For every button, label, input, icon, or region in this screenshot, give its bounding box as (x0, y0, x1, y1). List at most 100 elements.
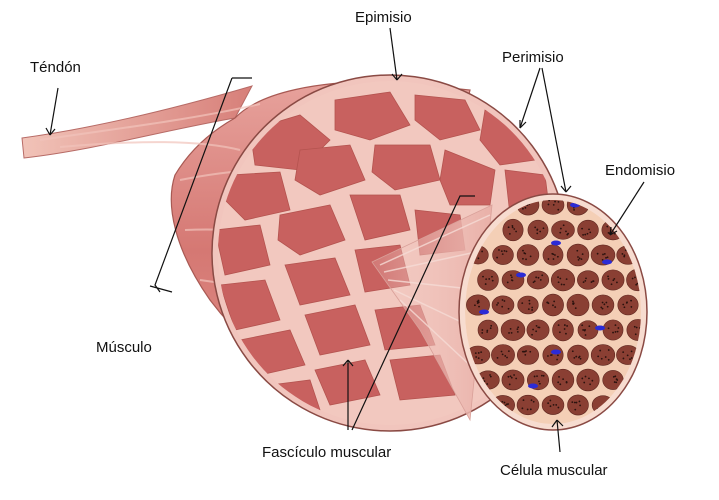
myofibril-dot (552, 253, 555, 256)
myofibril-dot (602, 253, 604, 256)
myofibril-dot (578, 257, 581, 260)
capillary (516, 272, 526, 278)
muscle-fiber (552, 318, 574, 342)
myofibril-dot (542, 374, 545, 377)
myofibril-dot (615, 381, 618, 384)
myofibril-dot (573, 401, 576, 404)
myofibril-dot (557, 276, 559, 279)
myofibril-dot (563, 283, 565, 286)
myofibril-dot (515, 377, 518, 380)
myofibril-dot (530, 399, 533, 402)
myofibril-dot (630, 299, 632, 302)
myofibril-dot (535, 276, 538, 279)
myofibril-dot (576, 249, 579, 252)
myofibril-dot (581, 227, 583, 230)
myofibril-dot (474, 304, 476, 307)
myofibril-dot (528, 299, 531, 302)
endomysium-leader (609, 181, 645, 236)
myofibril-dot (538, 380, 540, 383)
myofibril-dot (503, 300, 506, 302)
myofibril-dot (508, 383, 511, 386)
myofibril-dot (506, 281, 509, 284)
myofibril-dot (607, 327, 610, 330)
muscle-fiber (577, 270, 599, 290)
myofibril-dot (475, 356, 478, 358)
myofibril-dot (538, 326, 541, 329)
muscle-fiber (576, 368, 600, 392)
myofibril-dot (603, 303, 606, 306)
myofibril-dot (474, 352, 477, 355)
muscle-cell-leader (556, 419, 561, 453)
muscle-fiber (477, 269, 499, 291)
myofibril-dot (511, 279, 514, 282)
myofibril-dot (491, 275, 493, 278)
muscle-fiber (502, 218, 524, 242)
myofibril-dot (584, 375, 587, 378)
myofibril-dot (585, 277, 587, 280)
myofibril-dot (606, 225, 609, 228)
myofibril-dot (525, 258, 527, 261)
myofibril-dot (599, 349, 602, 352)
muscle-fiber (577, 219, 599, 241)
myofibril-dot (614, 375, 617, 378)
myofibril-dot (616, 281, 618, 284)
capillary (551, 240, 561, 246)
myofibril-dot (486, 329, 489, 332)
myofibril-dot (480, 351, 483, 353)
myofibril-dot (486, 383, 489, 385)
myofibril-dot (554, 200, 556, 203)
label-perimysium: Perimisio (502, 49, 564, 66)
muscle-fiber (550, 268, 576, 292)
myofibril-dot (582, 329, 585, 331)
myofibril-dot (559, 383, 562, 386)
myofibril-dot (597, 355, 600, 358)
myofibril-dot (557, 354, 559, 357)
myofibril-dot (501, 305, 504, 308)
myofibril-dot (477, 301, 480, 304)
myofibril-dot (496, 303, 498, 306)
myofibril-dot (485, 278, 488, 281)
fascicle-leader-2 (351, 195, 475, 431)
myofibril-dot (613, 277, 616, 280)
muscle-fiber (566, 243, 590, 267)
muscle-fibers (465, 200, 641, 424)
capillary (602, 259, 612, 265)
myofibril-dot (529, 255, 532, 258)
myofibril-dot (535, 325, 538, 327)
myofibril-dot (532, 400, 535, 403)
myofibril-dot (522, 257, 524, 260)
myofibril-dot (525, 350, 527, 352)
myofibril-dot (579, 404, 582, 407)
myofibril-dot (612, 331, 614, 334)
myofibril-dot (607, 358, 610, 361)
myofibril-dot (509, 327, 512, 330)
myofibril-dot (581, 253, 584, 256)
myofibril-dot (504, 404, 507, 407)
capillary (595, 325, 605, 331)
myofibril-dot (566, 325, 568, 327)
muscle-fiber (526, 319, 550, 341)
label-muscle-cell: Célula muscular (500, 462, 608, 479)
tendon-leader (49, 87, 59, 136)
myofibril-dot (552, 304, 554, 307)
myofibril-dot (565, 381, 568, 383)
myofibril-dot (582, 281, 585, 283)
myofibril-dot (553, 300, 556, 303)
myofibril-dot (586, 232, 589, 235)
myofibril-dot (606, 256, 609, 259)
myofibril-dot (477, 257, 480, 260)
muscle-fiber (577, 320, 599, 340)
myofibril-dot (510, 332, 513, 334)
myofibril-dot (557, 324, 560, 327)
myofibril-dot (535, 330, 538, 333)
myofibril-dot (521, 407, 524, 410)
muscle-fiber (516, 345, 540, 365)
myofibril-dot (522, 207, 524, 210)
myofibril-dot (557, 406, 560, 409)
myofibril-dot (584, 334, 587, 336)
myofibril-dot (630, 357, 633, 359)
myofibril-dot (635, 326, 638, 329)
myofibril-dot (511, 226, 514, 229)
myofibril-dot (538, 382, 541, 385)
myofibril-dot (578, 400, 581, 403)
